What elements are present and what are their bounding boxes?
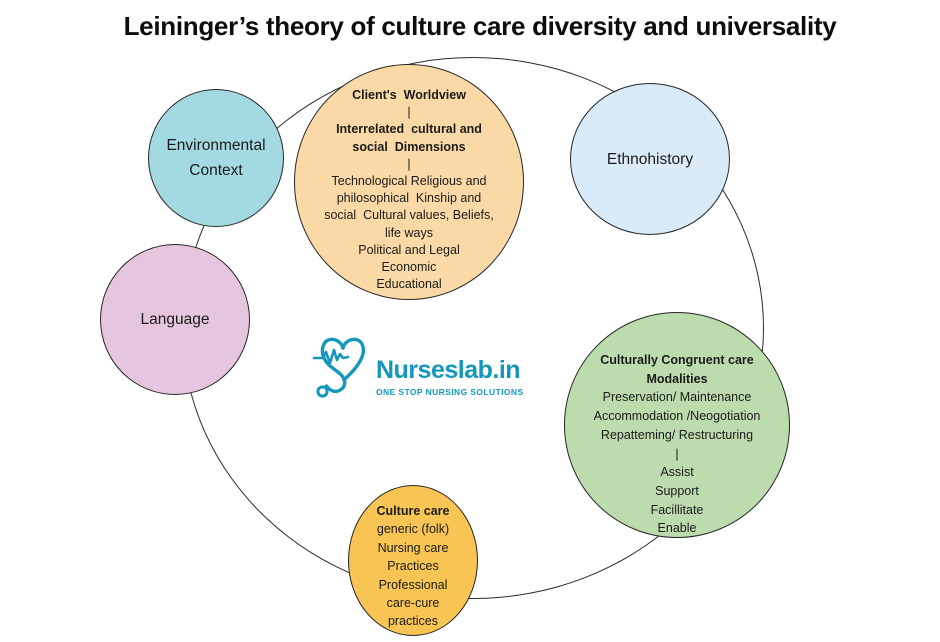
- text-line: Educational: [376, 277, 442, 292]
- logo-text-block: Nurseslab.in ONE STOP NURSING SOLUTIONS: [376, 356, 524, 397]
- text-line: Culturally Congruent care: [600, 353, 754, 367]
- text-line: Accommodation /Neogotiation: [593, 409, 761, 424]
- text-line: |: [407, 105, 411, 120]
- text-line: Ethnohistory: [606, 150, 694, 168]
- text-line: Culture care: [376, 504, 450, 518]
- text-line: Preservation/ Maintenance: [602, 390, 752, 405]
- text-line: Practices: [387, 559, 439, 574]
- text-line: Professional: [378, 577, 448, 592]
- text-line: practices: [387, 614, 439, 629]
- text-line: Interrelated cultural and: [336, 122, 482, 137]
- node-ethnohistory: Ethnohistory: [570, 83, 730, 235]
- text-line: Context: [189, 162, 243, 179]
- text-line: Nursing care: [377, 540, 449, 555]
- text-line: life ways: [385, 225, 433, 240]
- text-line: |: [675, 446, 679, 461]
- text-line: Repatteming/ Restructuring: [600, 427, 754, 442]
- text-line: |: [407, 156, 411, 171]
- text-line: Modalities: [646, 371, 708, 386]
- text-line: Enable: [657, 521, 697, 536]
- node-clients-worldview: Client's Worldview | Interrelated cultural…: [294, 64, 524, 300]
- text-line: social Cultural values, Beliefs,: [324, 208, 494, 223]
- logo-tagline: ONE STOP NURSING SOLUTIONS: [376, 387, 524, 397]
- text-line: social Dimensions: [352, 139, 466, 154]
- text-line: generic (folk): [376, 522, 450, 537]
- text-line: Facillitate: [650, 502, 704, 517]
- page-title: Leininger’s theory of culture care diver…: [123, 11, 837, 41]
- text-line: Economic: [381, 260, 437, 275]
- text-line: Support: [655, 483, 699, 498]
- text-line: Technological Religious and: [331, 174, 487, 189]
- text-line: Language: [140, 311, 210, 328]
- text-line: philosophical Kinship and: [336, 191, 482, 206]
- text-line: Assist: [660, 465, 694, 480]
- text-line: care-cure: [386, 596, 440, 611]
- text-line: Environmental: [166, 137, 266, 154]
- logo-brand: Nurseslab.in: [376, 356, 521, 384]
- text-line: Political and Legal: [358, 242, 460, 257]
- nurseslab-logo: Nurseslab.in ONE STOP NURSING SOLUTIONS: [312, 330, 524, 402]
- heart-ecg-stethoscope-icon: [312, 337, 366, 398]
- text-line: Client's Worldview: [352, 88, 466, 102]
- node-language: Language: [100, 244, 250, 395]
